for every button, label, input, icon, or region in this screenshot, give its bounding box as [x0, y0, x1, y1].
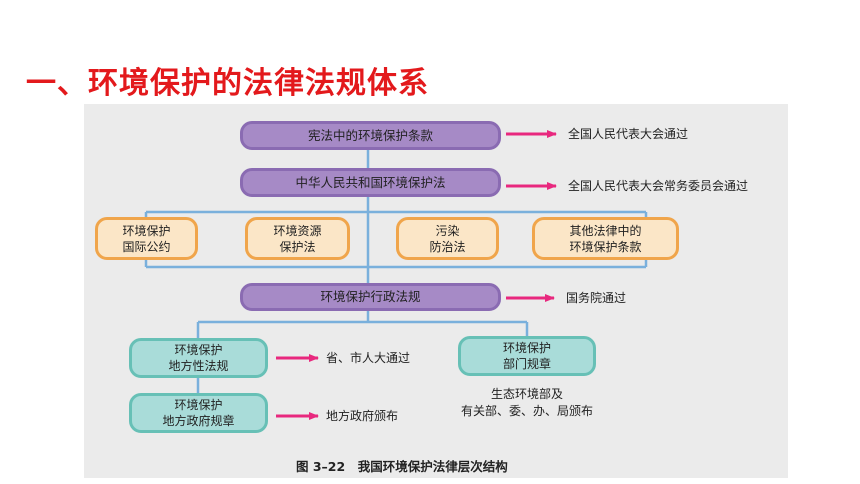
note-department-rules: 生态环境部及 有关部、委、办、局颁布 [460, 387, 593, 418]
figure-caption: 图 3–22 我国环境保护法律层次结构 [296, 459, 508, 474]
box-pollution-control-law: 污染 防治法 [396, 217, 499, 260]
box-international-conventions: 环境保护 国际公约 [95, 217, 198, 260]
note-environmental-law: 全国人民代表大会常务委员会通过 [568, 179, 749, 193]
box-other-law-provisions: 其他法律中的 环境保护条款 [532, 217, 679, 260]
note-constitution: 全国人民代表大会通过 [568, 127, 689, 141]
box-local-gov-rules: 环境保护 地方政府规章 [129, 393, 268, 433]
box-environmental-law: 中华人民共和国环境保护法 [240, 168, 501, 197]
box-department-rules: 环境保护 部门规章 [458, 336, 596, 376]
box-constitution: 宪法中的环境保护条款 [240, 121, 501, 150]
note-local-regulations: 省、市人大通过 [326, 351, 411, 365]
note-admin-regulations: 国务院通过 [566, 291, 627, 305]
box-local-regulations: 环境保护 地方性法规 [129, 338, 268, 378]
box-admin-regulations: 环境保护行政法规 [240, 283, 501, 311]
note-local-gov-rules: 地方政府颁布 [326, 409, 399, 423]
box-resource-protection-law: 环境资源 保护法 [245, 217, 350, 260]
slide-title: 一、环境保护的法律法规体系 [26, 66, 429, 101]
